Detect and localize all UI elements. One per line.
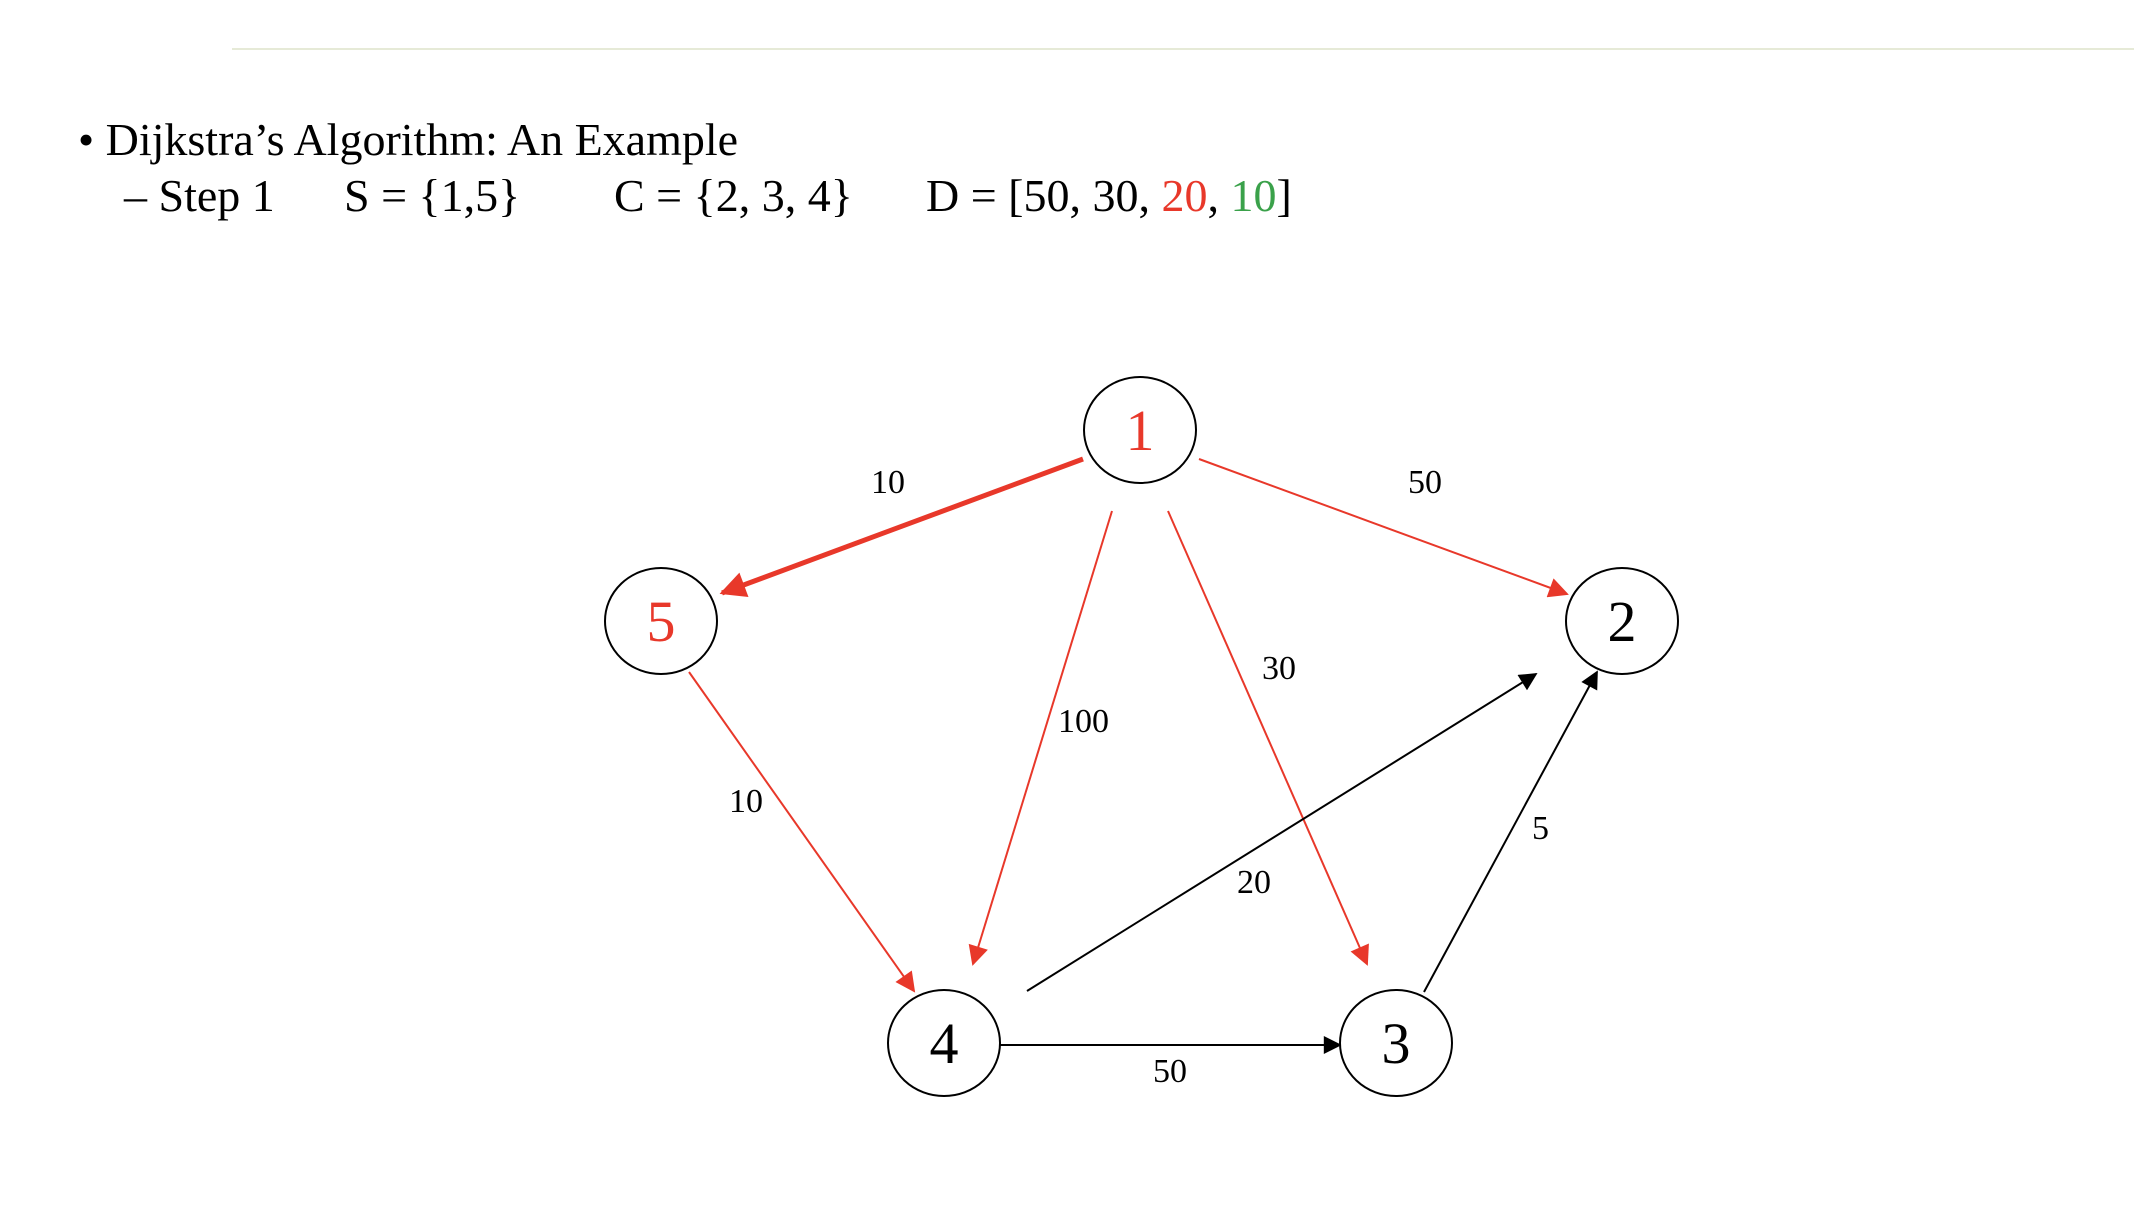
edge-weight-1-3: 30 [1262, 650, 1296, 687]
edge-weight-3-2: 5 [1532, 810, 1549, 847]
edge-weight-1-4: 100 [1058, 703, 1109, 740]
node-label-4: 4 [930, 1011, 959, 1076]
node-circle-3 [1339, 989, 1453, 1097]
d-green-value: 10 [1230, 170, 1277, 221]
edge-weight-1-5: 10 [871, 464, 905, 501]
edge-1-5 [719, 456, 1084, 598]
node-circle-2 [1565, 567, 1679, 675]
slide-header: • Dijkstra’s Algorithm: An Example – Ste… [78, 112, 1292, 224]
node-circle-4 [887, 989, 1001, 1097]
node-4: 4 [887, 989, 1001, 1097]
slide-title: Dijkstra’s Algorithm: An Example [105, 114, 739, 165]
edge-5-4 [688, 671, 916, 993]
d-suffix: ] [1276, 170, 1292, 221]
d-separator: , [1207, 170, 1231, 221]
edge-1-3 [1167, 510, 1369, 966]
edge-weight-4-3: 50 [1153, 1053, 1187, 1090]
edge-weight-1-2: 50 [1408, 464, 1442, 501]
node-5: 5 [604, 567, 718, 675]
s-set: S = {1,5} [344, 170, 521, 221]
nodes-layer: 1 2 3 4 5 [604, 376, 1679, 1097]
title-line: • Dijkstra’s Algorithm: An Example [78, 112, 738, 168]
d-array: D = [50, 30, 20, 10] [926, 168, 1292, 224]
edge-3-2 [1423, 670, 1598, 993]
node-label-3: 3 [1382, 1011, 1411, 1076]
node-label-2: 2 [1608, 589, 1637, 654]
node-circle-5 [604, 567, 718, 675]
node-circle-1 [1083, 376, 1197, 484]
d-red-value: 20 [1161, 170, 1208, 221]
node-1: 1 [1083, 376, 1197, 484]
step-dash: – [124, 170, 147, 221]
bullet-glyph: • [78, 114, 95, 165]
c-set: C = {2, 3, 4} [614, 170, 853, 221]
step-line: – Step 1 S = {1,5} C = {2, 3, 4} D = [50… [78, 168, 1292, 224]
edge-4-2 [1026, 673, 1538, 992]
edge-weight-5-4: 10 [729, 783, 763, 820]
d-prefix: D = [50, 30, [926, 170, 1162, 221]
edge-1-2 [1198, 458, 1569, 598]
step-number: Step 1 [158, 170, 275, 221]
node-2: 2 [1565, 567, 1679, 675]
node-label-5: 5 [647, 589, 676, 654]
edges-layer: 10 50 100 30 10 20 5 50 [688, 456, 1598, 1090]
edge-1-4 [968, 510, 1113, 966]
node-3: 3 [1339, 989, 1453, 1097]
top-divider [232, 48, 2134, 50]
edge-weight-4-2: 20 [1237, 864, 1271, 901]
node-label-1: 1 [1126, 398, 1155, 463]
step-label: – Step 1 [124, 168, 275, 224]
